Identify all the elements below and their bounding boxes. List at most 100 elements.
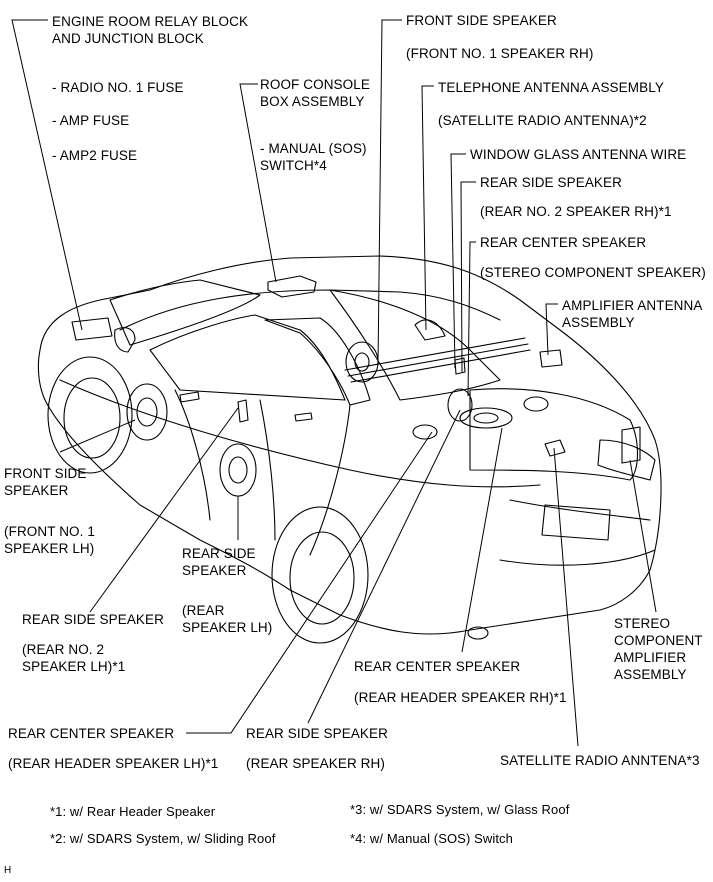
window-glass-antenna-wire — [344, 337, 531, 383]
label-front-side-speaker-rh: FRONT SIDE SPEAKER — [406, 13, 557, 28]
front-wheel-inner — [63, 377, 121, 459]
antenna-connector — [454, 357, 466, 375]
amplifier-antenna-part — [539, 349, 563, 368]
door-seam-2 — [259, 399, 276, 541]
label-front-side-lh-2: SPEAKER — [4, 483, 69, 498]
rear-header-speaker-rh-part — [523, 396, 549, 412]
label-front-no1-rh: (FRONT NO. 1 SPEAKER RH) — [406, 46, 594, 61]
footnote-1: *1: w/ Rear Header Speaker — [50, 804, 216, 819]
label-rear-no2-rh: (REAR NO. 2 SPEAKER RH)*1 — [480, 204, 672, 219]
satellite-radio-antenna-part — [544, 439, 566, 457]
leader-rear-side-left — [89, 407, 239, 613]
door-handle-rear — [294, 412, 313, 422]
label-rear-no2-lh-2: SPEAKER LH)*1 — [22, 659, 126, 674]
leader-rear-center-mid — [461, 427, 503, 653]
label-rear-speaker-lh-1: (REAR — [182, 603, 225, 618]
tail-light — [597, 439, 656, 481]
trunk-lid — [469, 388, 638, 481]
label-rear-side-lh-2: SPEAKER — [182, 563, 247, 578]
footnote-4: *4: w/ Manual (SOS) Switch — [350, 831, 513, 846]
leader-rear-center-bottom — [186, 431, 433, 734]
label-junction-block: AND JUNCTION BLOCK — [52, 31, 204, 46]
label-window-glass-antenna: WINDOW GLASS ANTENNA WIRE — [470, 147, 687, 162]
leader-amplifier-antenna — [545, 303, 558, 356]
label-stereo-amp-1: STEREO — [614, 616, 671, 631]
label-amp-fuse: - AMP FUSE — [52, 113, 130, 128]
label-satellite-radio-antenna-2: (SATELLITE RADIO ANTENNA)*2 — [438, 113, 647, 128]
rear-wheel-inner — [289, 531, 355, 625]
label-amp2-fuse: - AMP2 FUSE — [52, 148, 138, 163]
leader-rear-center-top — [467, 241, 476, 397]
leader-front-side-lh — [59, 419, 136, 453]
speaker-bracket — [237, 399, 249, 423]
door-seam-3 — [309, 404, 351, 556]
roof-line — [119, 289, 501, 331]
label-manual-sos-1: - MANUAL (SOS) — [260, 141, 367, 156]
leader-telephone-antenna — [421, 85, 434, 331]
engine-relay-block — [71, 317, 113, 341]
telephone-antenna — [414, 319, 446, 341]
label-front-side-lh-1: FRONT SIDE — [4, 466, 87, 481]
footnote-2: *2: w/ SDARS System, w/ Sliding Roof — [50, 831, 276, 846]
label-rear-header-rh: (REAR HEADER SPEAKER RH)*1 — [354, 690, 567, 705]
leader-engine-relay — [11, 19, 83, 331]
label-amplifier-antenna-2: ASSEMBLY — [562, 315, 635, 330]
rear-door-window — [264, 317, 371, 406]
label-rear-center-speaker-mid: REAR CENTER SPEAKER — [354, 659, 521, 674]
label-rear-side-lh-1: REAR SIDE — [182, 546, 256, 561]
label-rear-speaker-rh: (REAR SPEAKER RH) — [246, 756, 385, 771]
leader-roof-console — [239, 83, 277, 283]
leader-satellite-radio — [553, 447, 579, 747]
leader-front-side-rh — [377, 19, 402, 366]
label-engine-room-relay: ENGINE ROOM RELAY BLOCK — [52, 14, 249, 29]
exhaust-pipe — [467, 626, 489, 640]
footnote-3: *3: w/ SDARS System, w/ Glass Roof — [350, 802, 570, 817]
license-plate — [541, 504, 611, 541]
label-telephone-antenna: TELEPHONE ANTENNA ASSEMBLY — [438, 80, 664, 95]
label-roof-console-2: BOX ASSEMBLY — [260, 94, 365, 109]
leader-rear-side-top — [460, 181, 476, 373]
label-rear-side-speaker-left: REAR SIDE SPEAKER — [22, 612, 164, 627]
label-rear-side-speaker-bottom: REAR SIDE SPEAKER — [246, 726, 388, 741]
label-amplifier-antenna-1: AMPLIFIER ANTENNA — [562, 298, 703, 313]
windshield — [109, 279, 261, 346]
label-stereo-amp-4: ASSEMBLY — [614, 667, 687, 682]
label-satellite-radio-anntena-3: SATELLITE RADIO ANNTENA*3 — [500, 753, 700, 768]
front-side-speaker-lh-part — [126, 383, 168, 441]
label-stereo-component-speaker: (STEREO COMPONENT SPEAKER) — [480, 265, 706, 280]
label-manual-sos-2: SWITCH*4 — [260, 158, 327, 173]
label-stereo-amp-3: AMPLIFIER — [614, 650, 687, 665]
figure-code: H — [4, 865, 12, 876]
rear-window — [329, 289, 501, 401]
label-rear-no2-lh-1: (REAR NO. 2 — [22, 642, 105, 657]
label-rear-side-speaker-top: REAR SIDE SPEAKER — [480, 175, 622, 190]
front-door-window — [149, 314, 346, 401]
label-stereo-amp-2: COMPONENT — [614, 633, 703, 648]
door-handle-front — [179, 391, 200, 403]
front-wheel — [47, 356, 133, 474]
label-front-no1-lh-2: SPEAKER LH) — [4, 541, 95, 556]
label-rear-header-lh: (REAR HEADER SPEAKER LH)*1 — [8, 756, 219, 771]
label-front-no1-lh-1: (FRONT NO. 1 — [4, 524, 95, 539]
label-rear-center-speaker-bottom: REAR CENTER SPEAKER — [8, 726, 175, 741]
leader-rear-side-bottom — [307, 409, 461, 724]
label-rear-speaker-lh-2: SPEAKER LH) — [182, 620, 273, 635]
leader-lines — [11, 19, 657, 747]
label-roof-console-1: ROOF CONSOLE — [260, 77, 370, 92]
side-mirror — [114, 327, 136, 353]
rear-center-speaker-part — [459, 407, 513, 429]
rear-header-speaker-lh-part — [412, 424, 438, 440]
rear-bumper — [499, 499, 656, 566]
rear-wheel — [271, 506, 369, 644]
label-radio-fuse: - RADIO NO. 1 FUSE — [52, 80, 184, 95]
rear-side-speaker-lh-part — [219, 443, 257, 497]
stereo-amplifier-part — [621, 426, 641, 464]
door-seam-1 — [174, 389, 211, 521]
leader-window-glass — [450, 153, 466, 369]
rear-side-speaker-rh-part — [447, 388, 473, 422]
leader-stereo-amp — [629, 459, 657, 613]
label-rear-center-speaker-top: REAR CENTER SPEAKER — [480, 235, 647, 250]
roof-console-box — [267, 275, 317, 298]
